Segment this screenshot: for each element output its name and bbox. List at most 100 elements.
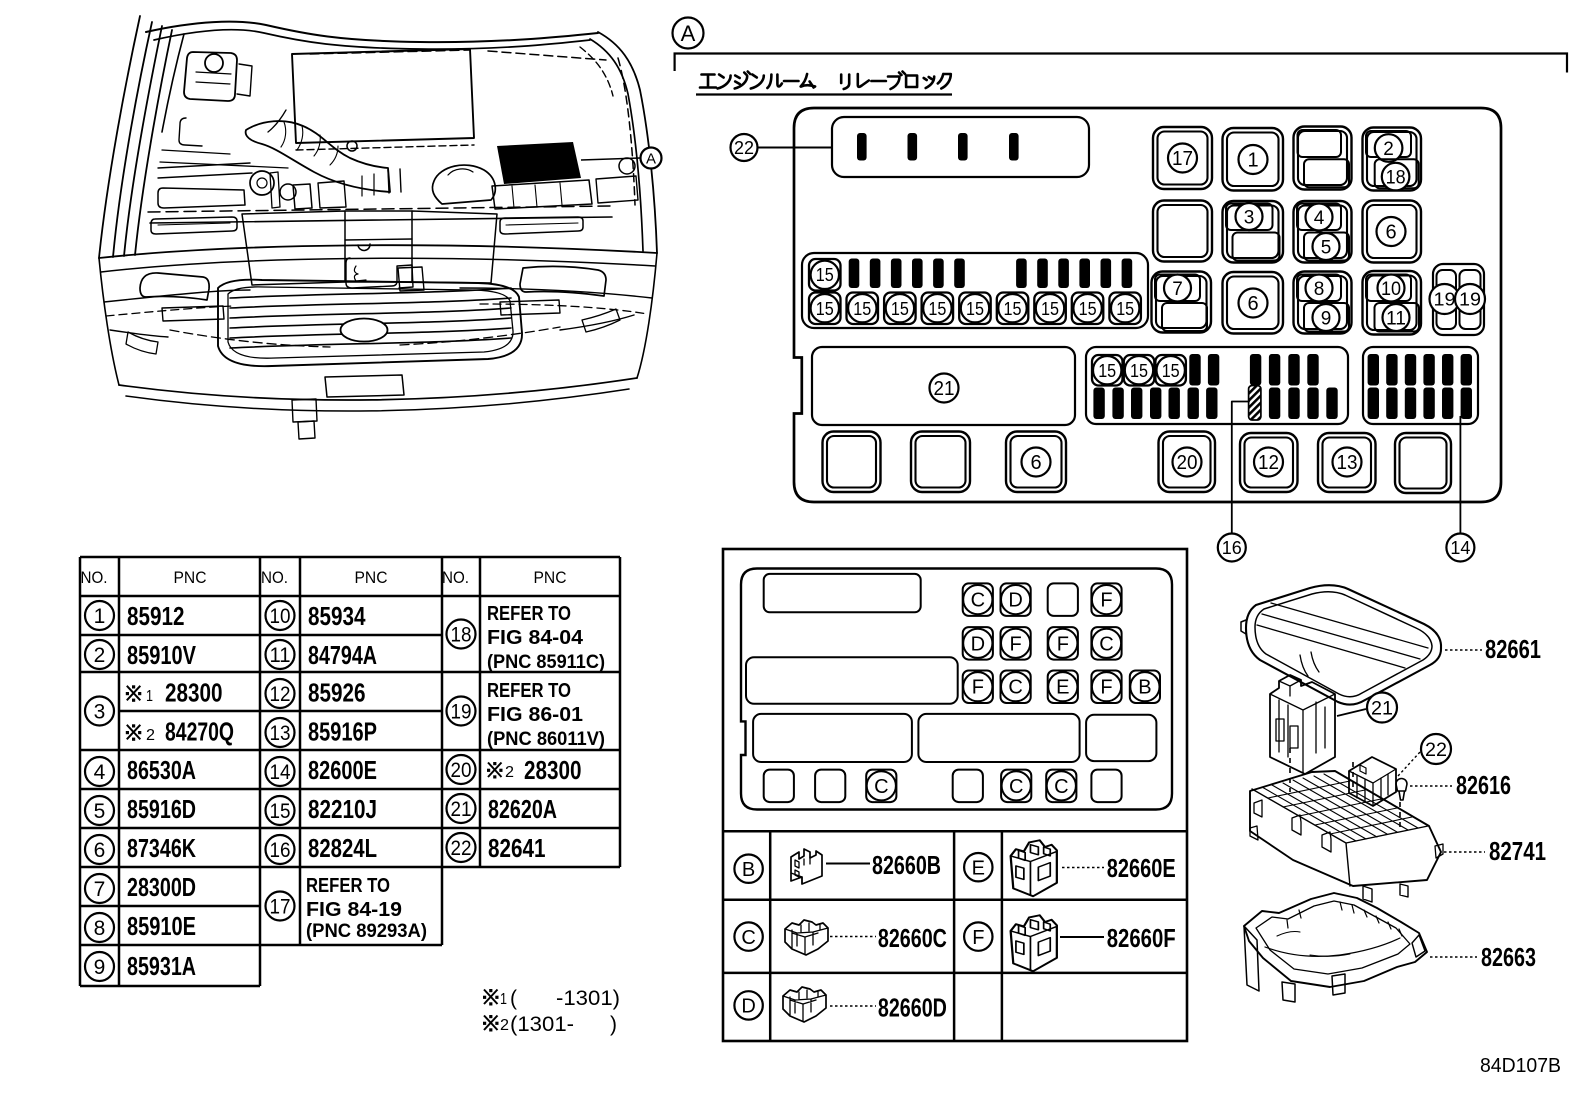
svg-text:F: F — [1009, 633, 1021, 655]
svg-text:4: 4 — [1314, 208, 1325, 229]
svg-text:82660B: 82660B — [872, 850, 941, 880]
svg-text:82210J: 82210J — [308, 794, 377, 824]
svg-text:2: 2 — [505, 764, 514, 781]
svg-text:7: 7 — [1172, 279, 1183, 300]
svg-text:19: 19 — [1459, 290, 1481, 310]
svg-text:82663: 82663 — [1481, 942, 1536, 972]
svg-text:28300D: 28300D — [127, 872, 196, 902]
svg-text:22: 22 — [1425, 740, 1447, 761]
svg-text:A: A — [646, 150, 656, 167]
svg-text:85916P: 85916P — [308, 717, 377, 747]
svg-text:15: 15 — [891, 299, 909, 319]
svg-text:F: F — [972, 927, 984, 949]
svg-text:C: C — [1008, 677, 1022, 699]
svg-text:FIG 84-04: FIG 84-04 — [487, 627, 584, 649]
svg-text:14: 14 — [1450, 538, 1470, 558]
svg-text:PNC: PNC — [534, 568, 567, 587]
svg-text:19: 19 — [1434, 290, 1456, 310]
svg-text:13: 13 — [1337, 452, 1358, 474]
svg-text:84794A: 84794A — [308, 640, 377, 670]
svg-text:NO.: NO. — [261, 568, 288, 587]
svg-text:NO.: NO. — [442, 568, 469, 587]
svg-text:C: C — [741, 927, 755, 949]
svg-text:REFER TO: REFER TO — [306, 875, 390, 897]
svg-text:1: 1 — [1247, 150, 1258, 172]
svg-text:82660F: 82660F — [1107, 923, 1176, 953]
svg-text:84D107B: 84D107B — [1480, 1055, 1561, 1077]
svg-text:(PNC 85911C): (PNC 85911C) — [487, 652, 605, 673]
svg-text:84270Q: 84270Q — [165, 717, 234, 747]
svg-text:-1301): -1301) — [556, 987, 620, 1010]
svg-text:13: 13 — [270, 722, 291, 745]
svg-text:15: 15 — [1098, 361, 1116, 381]
svg-text:82741: 82741 — [1489, 836, 1546, 866]
svg-text:B: B — [742, 859, 755, 881]
svg-text:15: 15 — [816, 265, 834, 285]
svg-text:82660E: 82660E — [1107, 853, 1176, 883]
svg-text:21: 21 — [451, 798, 472, 821]
svg-text:1: 1 — [500, 991, 507, 1008]
svg-text:1: 1 — [94, 605, 106, 628]
svg-text:E: E — [1056, 677, 1069, 699]
svg-text:15: 15 — [853, 299, 871, 319]
svg-text:D: D — [1008, 590, 1022, 612]
svg-text:15: 15 — [928, 299, 946, 319]
svg-text:B: B — [1138, 677, 1151, 699]
svg-text:28300: 28300 — [165, 678, 223, 708]
svg-text:82660D: 82660D — [878, 992, 947, 1022]
svg-text:C: C — [1009, 776, 1023, 798]
svg-text:85912: 85912 — [127, 601, 185, 631]
svg-text:F: F — [1100, 590, 1112, 612]
svg-text:85910V: 85910V — [127, 640, 196, 670]
svg-text:5: 5 — [1321, 237, 1332, 258]
svg-text:(1301-: (1301- — [510, 1013, 574, 1036]
svg-text:85916D: 85916D — [127, 794, 196, 824]
svg-text:17: 17 — [270, 896, 291, 919]
svg-text:2: 2 — [1383, 139, 1394, 160]
svg-text:PNC: PNC — [355, 568, 388, 587]
svg-text:17: 17 — [1172, 148, 1193, 170]
svg-text:12: 12 — [1258, 452, 1279, 474]
svg-text:FIG 86-01: FIG 86-01 — [487, 704, 583, 726]
svg-text:C: C — [1054, 776, 1068, 798]
svg-text:11: 11 — [1386, 308, 1406, 329]
svg-text:18: 18 — [1386, 167, 1406, 188]
svg-text:C: C — [1099, 633, 1113, 655]
svg-text:8: 8 — [1314, 279, 1325, 300]
svg-text:3: 3 — [1244, 207, 1255, 228]
svg-text:PNC: PNC — [174, 568, 207, 587]
svg-text:C: C — [874, 776, 888, 798]
svg-text:1: 1 — [146, 688, 153, 705]
svg-text:82641: 82641 — [488, 833, 546, 863]
svg-text:F: F — [1057, 633, 1069, 655]
svg-text:6: 6 — [1030, 452, 1041, 474]
svg-text:15: 15 — [1116, 299, 1134, 319]
svg-text:15: 15 — [1162, 361, 1180, 381]
svg-text:15: 15 — [1079, 299, 1097, 319]
svg-text:2: 2 — [500, 1017, 509, 1034]
svg-text:21: 21 — [934, 378, 955, 400]
svg-text:F: F — [1100, 677, 1112, 699]
svg-text:C: C — [971, 590, 985, 612]
svg-text:16: 16 — [270, 839, 291, 862]
svg-text:F: F — [972, 677, 984, 699]
svg-text:20: 20 — [451, 759, 472, 782]
svg-text:15: 15 — [1041, 299, 1059, 319]
svg-text:20: 20 — [1177, 452, 1198, 474]
svg-text:6: 6 — [94, 839, 106, 862]
svg-text:21: 21 — [1371, 698, 1393, 719]
svg-text:(PNC 89293A): (PNC 89293A) — [306, 921, 427, 942]
svg-text:D: D — [971, 633, 985, 655]
svg-text:NO.: NO. — [81, 568, 108, 587]
svg-text:85910E: 85910E — [127, 911, 196, 941]
svg-text:E: E — [972, 857, 985, 879]
svg-text:15: 15 — [816, 299, 834, 319]
svg-text:15: 15 — [270, 800, 291, 823]
svg-text:3: 3 — [94, 701, 106, 724]
svg-text:8: 8 — [94, 917, 106, 940]
svg-text:82600E: 82600E — [308, 755, 377, 785]
svg-text:22: 22 — [451, 837, 472, 860]
svg-text:D: D — [741, 996, 755, 1018]
svg-text:86530A: 86530A — [127, 755, 196, 785]
svg-text:5: 5 — [94, 800, 106, 823]
